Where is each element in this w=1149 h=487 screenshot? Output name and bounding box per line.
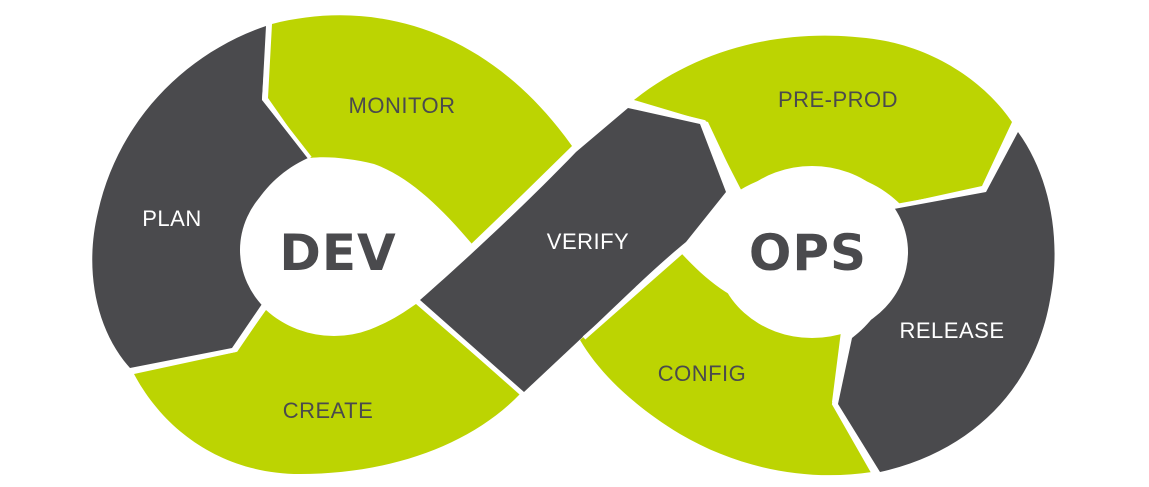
segment-verify	[420, 108, 726, 392]
segment-plan	[92, 26, 308, 368]
ops-hub	[716, 166, 908, 338]
ops-label: OPS	[749, 224, 867, 282]
segment-dividers	[131, 23, 1018, 475]
release-label: RELEASE	[900, 318, 1005, 343]
plan-label: PLAN	[142, 206, 201, 231]
dev-label: DEV	[279, 224, 396, 282]
monitor-label: MONITOR	[349, 93, 456, 118]
segment-monitor	[268, 15, 572, 245]
dev-hub	[240, 164, 428, 336]
create-label: CREATE	[283, 398, 374, 423]
segment-create	[134, 304, 520, 474]
pre-prod-label: PRE-PROD	[778, 87, 898, 112]
segment-pre-prod	[634, 35, 1012, 204]
config-label: CONFIG	[658, 361, 747, 386]
verify-label: VERIFY	[547, 229, 629, 254]
